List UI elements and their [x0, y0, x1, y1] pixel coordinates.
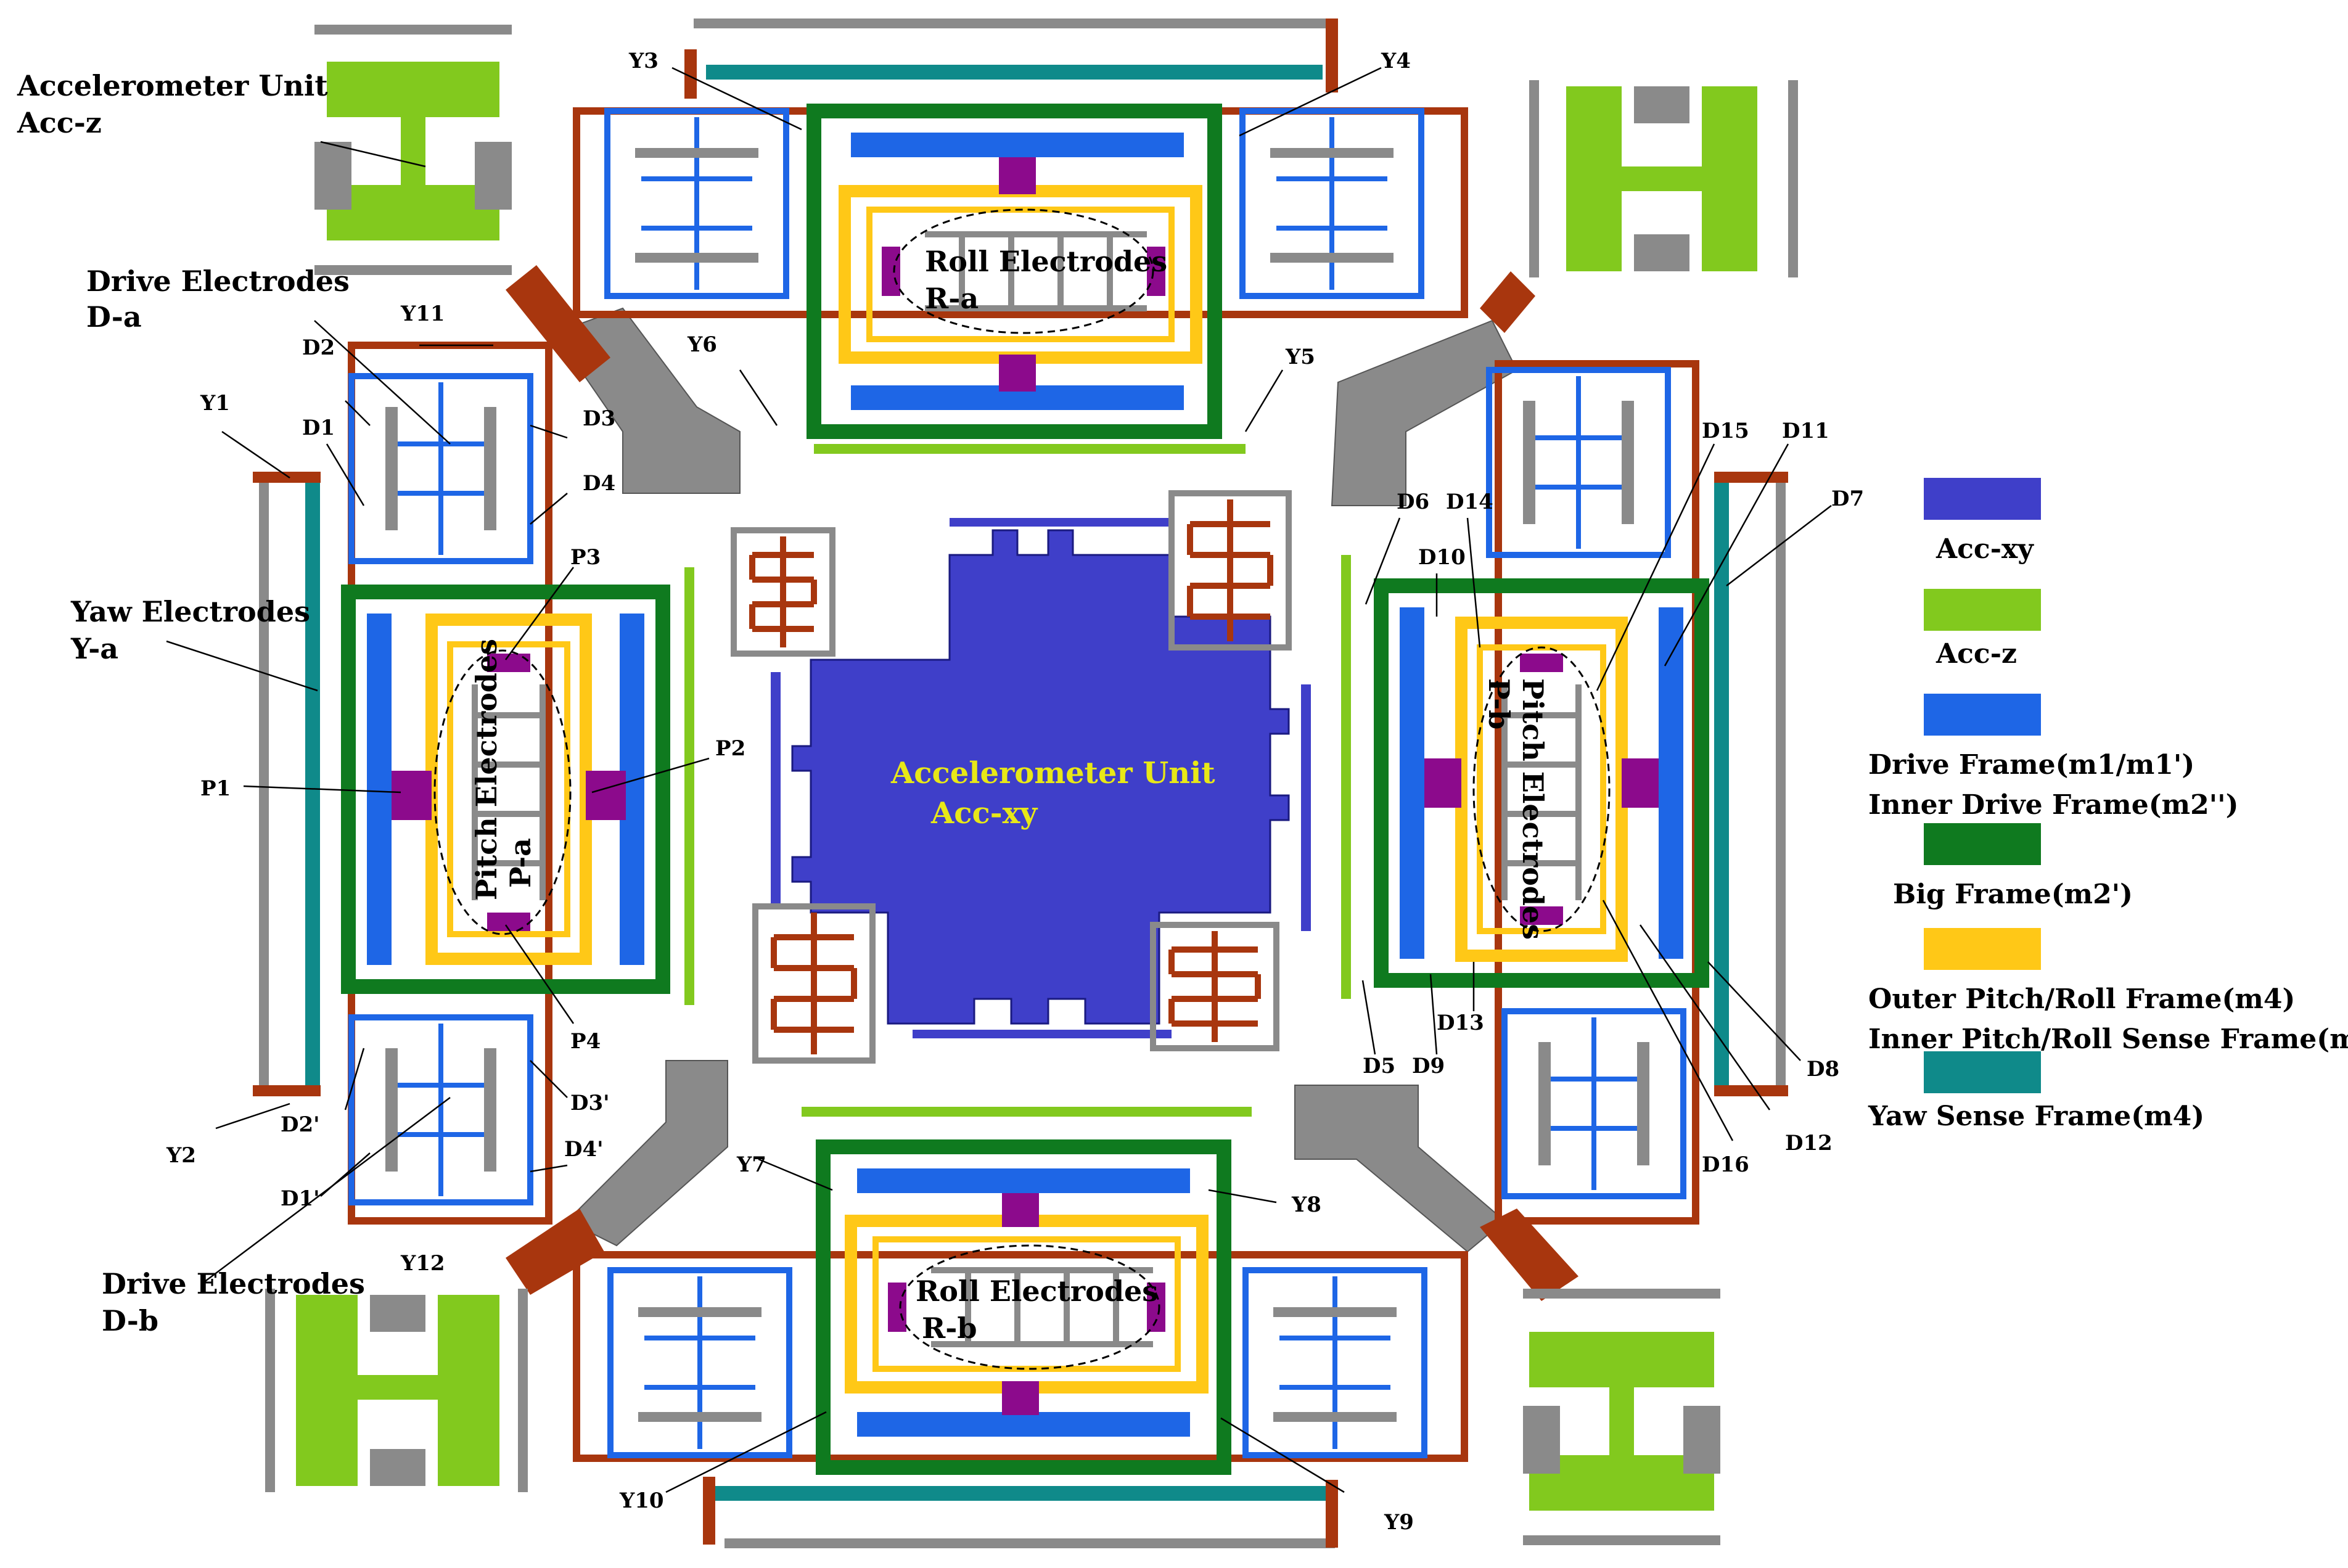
callout-y1: Y1 — [200, 391, 230, 416]
callout-d13: D13 — [1437, 1011, 1484, 1035]
drive-a-sub: D-a — [86, 300, 142, 334]
callout-d10: D10 — [1418, 545, 1466, 570]
callout-p2: P2 — [715, 736, 745, 761]
callout-y10: Y10 — [619, 1488, 664, 1513]
callout-d9: D9 — [1412, 1054, 1445, 1078]
left-gyro-pitch-a — [253, 342, 694, 1225]
legend-swatch — [1924, 589, 2041, 631]
legend-swatch — [1924, 823, 2041, 865]
callout-y6: Y6 — [687, 332, 717, 357]
callout-d14: D14 — [1446, 490, 1493, 514]
legend-label: Big Frame(m2') — [1893, 879, 2133, 910]
legend-label: Inner Drive Frame(m2'') — [1868, 789, 2238, 821]
top-gyro-roll-a — [573, 18, 1468, 454]
bottom-gyro-roll-b — [573, 1107, 1468, 1548]
callout-d4p: D4' — [564, 1137, 604, 1162]
roll-b-title: Roll Electrodes — [916, 1275, 1158, 1308]
callout-y4: Y4 — [1381, 49, 1411, 73]
callout-d4: D4 — [583, 471, 615, 496]
acc-xy-title: Accelerometer Unit — [890, 756, 1215, 790]
acc-z-units — [265, 25, 1798, 1545]
legend-label: Acc-xy — [1935, 533, 2034, 565]
callout-y12: Y12 — [400, 1251, 445, 1276]
roll-a-sub: R-a — [925, 282, 979, 315]
text-labels: Accelerometer Unit Acc-z Drive Electrode… — [17, 49, 1864, 1535]
legend-label: Outer Pitch/Roll Frame(m4) — [1868, 983, 2295, 1015]
callout-d11: D11 — [1782, 419, 1829, 443]
callout-p3: P3 — [570, 545, 601, 570]
callout-d1p: D1' — [281, 1186, 320, 1211]
callout-d7: D7 — [1831, 486, 1864, 511]
callout-p4: P4 — [570, 1029, 601, 1054]
pitch-a-title: Pitch Electrodes — [470, 639, 503, 900]
callout-d6: D6 — [1397, 490, 1429, 514]
callout-d2p: D2' — [281, 1112, 320, 1137]
roll-b-sub: R-b — [922, 1311, 977, 1345]
yaw-a-title: Yaw Electrodes — [70, 595, 310, 628]
pitch-b-sub: P-b — [1482, 678, 1516, 729]
diagonal-anchors — [506, 265, 1578, 1301]
drive-a-title: Drive Electrodes — [86, 265, 350, 298]
acc-z-title: Accelerometer Unit — [17, 69, 328, 102]
callout-p1: P1 — [200, 776, 231, 801]
legend-swatch — [1924, 1051, 2041, 1093]
legend-label: Drive Frame(m1/m1') — [1868, 749, 2194, 781]
legend-label: Inner Pitch/Roll Sense Frame(m5) — [1868, 1024, 2348, 1055]
drive-b-title: Drive Electrodes — [102, 1267, 365, 1300]
callout-y9: Y9 — [1384, 1510, 1414, 1535]
callout-d1: D1 — [302, 416, 335, 440]
callout-d3p: D3' — [570, 1091, 610, 1115]
pitch-b-title: Pitch Electrodes — [1516, 678, 1550, 940]
callout-d12: D12 — [1785, 1131, 1833, 1155]
callout-d15: D15 — [1702, 419, 1749, 443]
leader-lines — [166, 67, 1832, 1493]
callout-y8: Y8 — [1291, 1192, 1321, 1217]
drive-b-sub: D-b — [102, 1304, 158, 1337]
acc-z-sub: Acc-z — [17, 106, 102, 139]
callout-d3: D3 — [583, 406, 615, 431]
callout-y11: Y11 — [400, 302, 445, 326]
callout-y5: Y5 — [1285, 345, 1315, 369]
acc-xy-unit — [771, 518, 1311, 1038]
pitch-a-sub: P-a — [504, 838, 537, 888]
legend-swatch — [1924, 694, 2041, 736]
callout-d8: D8 — [1807, 1057, 1839, 1082]
callout-y7: Y7 — [736, 1152, 766, 1177]
yaw-a-sub: Y-a — [70, 632, 118, 665]
callout-y3: Y3 — [628, 49, 659, 73]
legend-swatch — [1924, 478, 2041, 520]
callout-d16: D16 — [1702, 1152, 1749, 1177]
right-gyro-pitch-b — [1341, 360, 1788, 1225]
legend-swatch — [1924, 928, 2041, 970]
roll-a-title: Roll Electrodes — [925, 245, 1167, 278]
legend-label: Yaw Sense Frame(m4) — [1868, 1101, 2204, 1132]
callout-d2: D2 — [302, 335, 335, 360]
callout-d5: D5 — [1363, 1054, 1395, 1078]
acc-xy-sub: Acc-xy — [930, 796, 1038, 831]
legend-label: Acc-z — [1935, 638, 2017, 670]
callout-y2: Y2 — [166, 1143, 196, 1168]
acc-xy-springs — [731, 490, 1292, 1064]
